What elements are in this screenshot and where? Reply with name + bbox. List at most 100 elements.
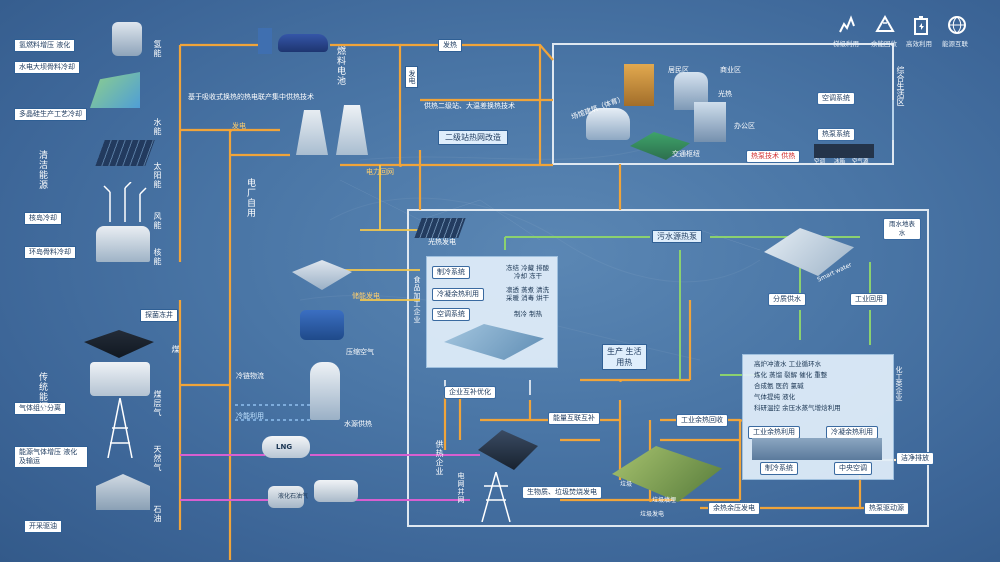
callout-mine: 探菌冻井: [140, 309, 178, 322]
food-cond-heat: 冷凝余热利用: [432, 288, 484, 301]
district-residential: 居民区: [668, 66, 689, 74]
power-tower-icon: [476, 471, 516, 523]
water-tower-icon: [310, 362, 340, 420]
flow-storage: 储能发电: [352, 292, 380, 300]
energy-solar: 太阳能: [153, 162, 162, 189]
callout-nuclear: 核岛冷却: [24, 212, 62, 225]
district-heatpump-sys: 热泵系统: [817, 128, 855, 141]
callout-hydrogen: 氢燃料增压 液化: [14, 39, 76, 52]
flow-sewage: 污水源热泵: [652, 230, 702, 243]
water-split: 分质供水: [768, 293, 806, 306]
flow-cold-use: 冷能利用: [236, 412, 264, 420]
center-res-power: 余热余压发电: [708, 502, 760, 515]
charging-station-icon: [258, 28, 272, 54]
food-r2: 凛透 蒸煮 清洗: [506, 286, 550, 294]
center-waste3: 垃圾发电: [640, 511, 665, 518]
energy-petroleum: 石油: [153, 505, 162, 523]
tanker-truck-2-icon: [314, 480, 358, 502]
water-reuse: 工业回用: [850, 293, 888, 306]
industry-text-2: 合成氨 医药 氯碱: [754, 382, 804, 390]
center-prod: 生产 生活 用热: [602, 344, 647, 370]
energy-natgas: 天然气: [153, 445, 162, 472]
flow-water-supply: 水源供热: [344, 420, 372, 428]
energy-coal: 煤: [171, 345, 180, 354]
appliance-label-0: 空调: [814, 159, 826, 165]
bolt-wave-icon: [836, 14, 858, 36]
globe-network-icon: [946, 14, 968, 36]
center-waste2: 垃圾填埋: [652, 497, 677, 504]
solar-panel-icon: [95, 140, 155, 166]
stadium-icon: [586, 108, 630, 140]
center-energy-ix: 能量互联互补: [548, 412, 600, 425]
truck-label: 液化石油气: [278, 493, 309, 500]
food-title: 食品加工企业: [413, 276, 421, 324]
district-heatpump-tech: 热泵技术 供热: [746, 150, 801, 163]
district-transport: 交通枢纽: [672, 150, 700, 158]
energy-coalbed: 煤层气: [153, 390, 162, 417]
flow-plant-elec: 电厂自用: [245, 178, 255, 218]
flow-grid: 电网并网: [457, 472, 465, 504]
flow-chp: 基于吸收式换热的热电联产集中供热技术: [188, 93, 314, 101]
food-r1b: 冷却 冻干: [514, 272, 543, 280]
flow-cold-chain: 冷链物流: [236, 372, 264, 380]
car-icon: [278, 34, 328, 52]
center-industry-recovery: 工业余热回收: [676, 414, 728, 427]
district-office: 办公区: [734, 122, 755, 130]
energy-hydro: 水能: [153, 118, 162, 136]
industry-cooling: 制冷系统: [760, 462, 798, 475]
callout-polysilicon: 多晶硅生产工艺冷却: [14, 108, 87, 121]
energy-wind: 风能: [153, 212, 162, 230]
flow-net-retrofit: 二级站热网改造: [438, 130, 508, 145]
lng-label: LNG: [276, 443, 293, 451]
solar-thermal-icon: [414, 218, 466, 238]
center-prod-line2: 用热: [616, 358, 633, 367]
center-waste1: 垃圾: [620, 481, 633, 488]
flow-heating-ent: 供热企业: [435, 440, 444, 476]
food-cooling: 制冷系统: [432, 266, 470, 279]
industry-text-3: 气体提纯 液化: [754, 393, 796, 401]
office-icon: [694, 102, 726, 142]
industry-text-4: 科研温控 余压水蒸气增焓利用: [754, 404, 841, 412]
flow-solar-heat: 光热发电: [428, 238, 456, 246]
industry-factory-icon: [752, 438, 882, 460]
district-commercial: 商业区: [720, 66, 741, 74]
callout-hydro: 水电大坝骨料冷却: [14, 61, 80, 74]
callout-oil: 开采驱油: [24, 520, 62, 533]
gas-tanks-icon: [90, 362, 150, 396]
group-clean: 清洁能源: [37, 150, 47, 190]
center-waste-power: 生物质、垃圾焚烧发电: [522, 486, 602, 499]
flow-power-gen: 发电: [232, 122, 246, 130]
flow-elec-return: 电力回网: [366, 168, 394, 176]
top-label-0: 梯级利用: [833, 40, 859, 48]
district-chp-small: 光热: [718, 90, 732, 98]
food-r2b: 采暖 消毒 烘干: [506, 294, 550, 302]
energy-hydrogen: 氢能: [153, 40, 162, 58]
appliance-label-1: 冰箱: [834, 159, 846, 165]
flow-compressed-air: 压缩空气: [346, 348, 374, 356]
industry-discharge: 洁净排放: [896, 452, 934, 465]
district-title: 综合生活区: [896, 66, 905, 106]
food-r1: 冻结 冷藏 排酸: [506, 264, 550, 272]
industry-title: 化工类企业: [895, 366, 903, 401]
drilling-rig-icon: [100, 397, 140, 459]
hydrogen-tank-icon: [112, 22, 142, 56]
industry-text-0: 高炉冲渣水 工业循环水: [754, 360, 822, 368]
flow-power-vert: 发电: [405, 66, 418, 88]
compressor-icon: [300, 310, 344, 340]
food-r3: 制冷 制热: [514, 310, 543, 318]
group-traditional: 传统能源: [37, 372, 47, 412]
appliance-bar: [814, 144, 874, 158]
top-label-2: 高效利用: [906, 40, 932, 48]
lng-truck-icon: [262, 436, 310, 458]
callout-gas-sep: 气体组分分离: [14, 402, 66, 415]
center-prod-line1: 生产 生活: [607, 347, 642, 356]
flow-fuel-cell: 燃料电池: [335, 46, 345, 86]
center-mutual: 企业互补优化: [444, 386, 496, 399]
center-hp-drive: 热泵驱动源: [864, 502, 909, 515]
tanker-truck-1-icon: [268, 486, 304, 508]
top-label-3: 能源互联: [942, 40, 968, 48]
industry-central: 中央空调: [834, 462, 872, 475]
residential-icon: [624, 64, 654, 106]
flow-heat-gen: 发热: [438, 39, 462, 52]
